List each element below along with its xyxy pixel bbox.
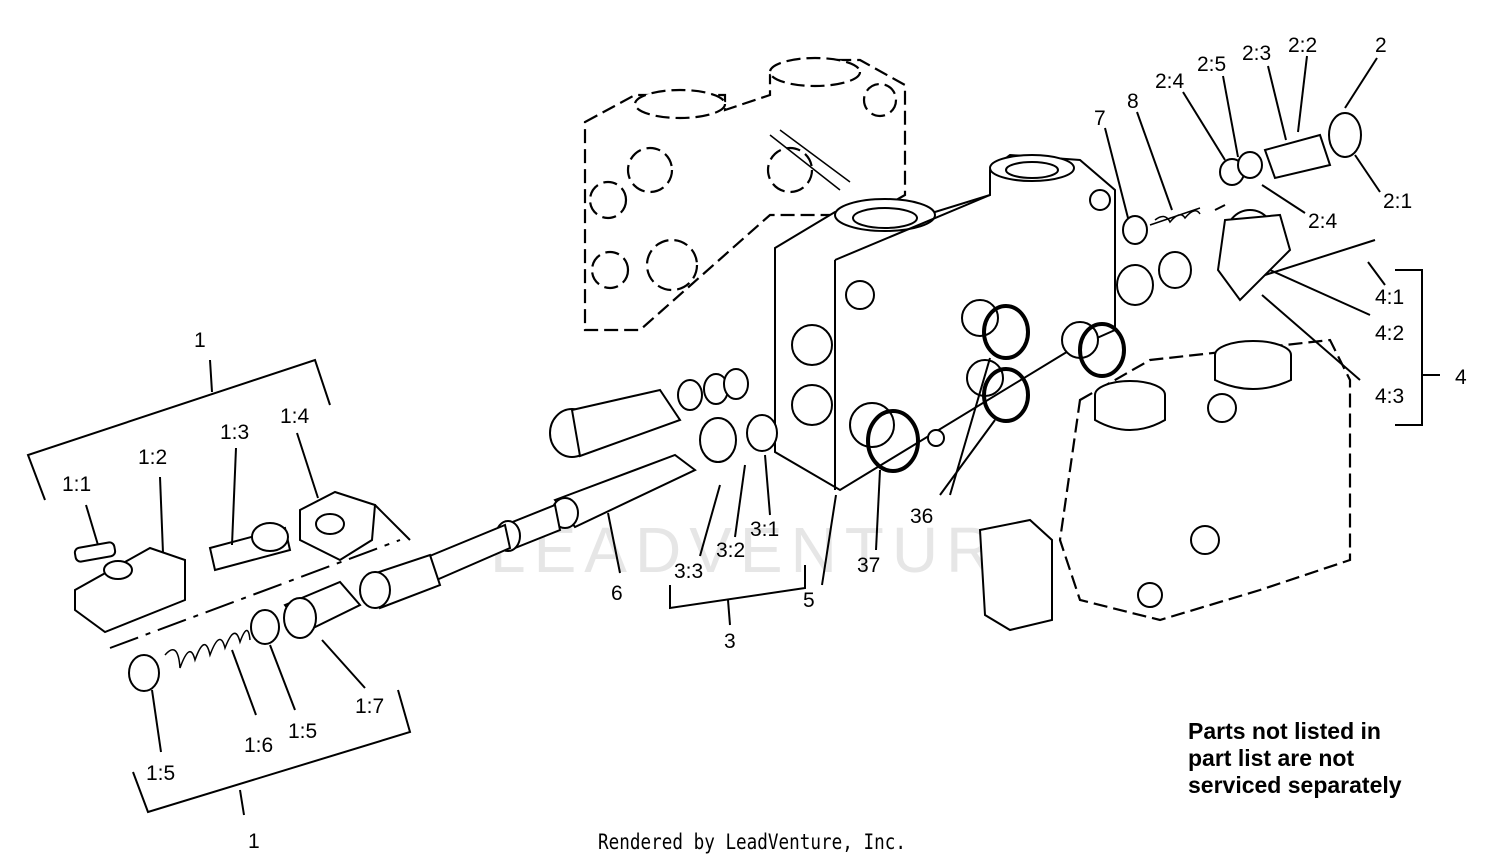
callout-1-5a: 1:5 xyxy=(146,762,175,785)
watermark-text: LEADVENTURE xyxy=(490,514,1051,586)
callout-8: 8 xyxy=(1127,90,1139,113)
spool-assembly xyxy=(359,368,778,610)
callout-3: 3 xyxy=(724,630,736,653)
callout-6: 6 xyxy=(611,582,623,605)
callout-2-5: 2:5 xyxy=(1197,53,1226,76)
callout-2: 2 xyxy=(1375,34,1387,57)
callout-1-top: 1 xyxy=(194,329,206,352)
callout-1-7: 1:7 xyxy=(355,695,384,718)
parts-note-line-1: Parts not listed in xyxy=(1188,718,1381,744)
callout-2-2: 2:2 xyxy=(1288,34,1317,57)
callout-37: 37 xyxy=(857,554,880,577)
phantom-valve-section xyxy=(583,56,907,332)
rendered-by-footer: Rendered by LeadVenture, Inc. xyxy=(598,830,906,854)
valve-body xyxy=(774,153,1116,492)
callout-1-bottom: 1 xyxy=(248,830,260,853)
callout-4-3: 4:3 xyxy=(1375,385,1404,408)
callout-1-6: 1:6 xyxy=(244,734,273,757)
callout-5: 5 xyxy=(803,589,815,612)
callout-labels: 1 1:1 1:2 1:3 1:4 1:5 1:6 1:5 1:7 1 6 3:… xyxy=(62,34,1467,853)
callout-4: 4 xyxy=(1455,366,1467,389)
o-ring-36c xyxy=(1078,322,1126,378)
callout-1-1: 1:1 xyxy=(62,473,91,496)
callout-36: 36 xyxy=(910,505,933,528)
relief-valve-parts xyxy=(1122,112,1362,245)
callout-2-3: 2:3 xyxy=(1242,42,1271,65)
o-ring-36a xyxy=(982,304,1030,360)
section-1-components xyxy=(73,490,411,692)
parts-note-line-3: serviced separately xyxy=(1188,772,1402,798)
o-ring-36b xyxy=(982,367,1030,423)
callout-1-2: 1:2 xyxy=(138,446,167,469)
parts-note: Parts not listed in part list are not se… xyxy=(1188,718,1488,799)
callout-2-4b: 2:4 xyxy=(1308,210,1338,233)
parts-note-line-2: part list are not xyxy=(1188,745,1355,771)
callout-2-1: 2:1 xyxy=(1383,190,1412,213)
callout-2-4a: 2:4 xyxy=(1155,70,1185,93)
callout-4-1: 4:1 xyxy=(1375,286,1404,309)
callout-1-5b: 1:5 xyxy=(288,720,317,743)
callout-3-1: 3:1 xyxy=(750,518,779,541)
o-ring-37 xyxy=(866,409,920,473)
callout-4-2: 4:2 xyxy=(1375,322,1404,345)
callout-3-2: 3:2 xyxy=(716,539,745,562)
callout-3-3: 3:3 xyxy=(674,560,703,583)
callout-1-4: 1:4 xyxy=(280,405,310,428)
leader-lines xyxy=(26,55,1440,816)
callout-1-3: 1:3 xyxy=(220,421,249,444)
o-rings xyxy=(866,304,1126,473)
callout-7: 7 xyxy=(1094,107,1106,130)
cover-assembly xyxy=(978,209,1376,632)
